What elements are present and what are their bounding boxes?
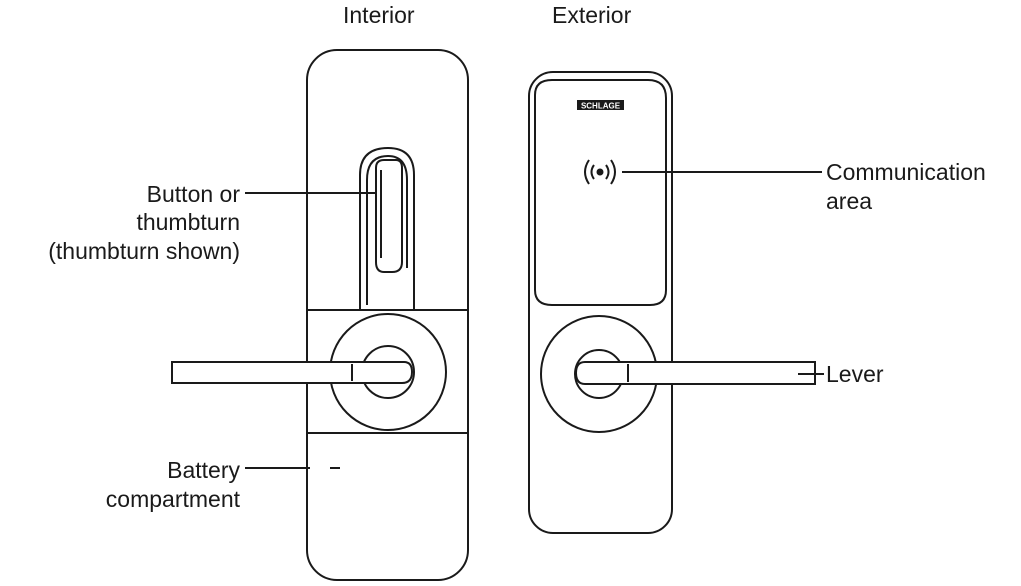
svg-text:SCHLAGE: SCHLAGE xyxy=(581,102,621,111)
contactless-icon xyxy=(584,159,616,185)
exterior-unit: SCHLAGE xyxy=(528,71,816,534)
thumbturn[interactable] xyxy=(375,159,403,273)
battery-callout-line2: compartment xyxy=(105,486,240,512)
schlage-logo: SCHLAGE xyxy=(577,100,624,111)
button-callout-line2: thumbturn xyxy=(136,209,240,235)
exterior-heading: Exterior xyxy=(552,2,632,28)
exterior-escutcheon xyxy=(528,71,673,534)
button-callout-line3: (thumbturn shown) xyxy=(48,238,240,264)
exterior-lever[interactable] xyxy=(574,361,816,385)
battery-callout-line1: Battery xyxy=(167,457,240,483)
communication-callout-line2: area xyxy=(826,188,873,214)
interior-heading: Interior xyxy=(343,2,415,28)
lever-callout: Lever xyxy=(826,361,884,387)
button-callout-line1: Button or xyxy=(146,181,240,207)
reader-panel xyxy=(534,79,667,306)
thumbturn-outline xyxy=(366,154,408,305)
interior-escutcheon xyxy=(306,49,469,581)
interior-lever[interactable] xyxy=(171,361,414,384)
communication-callout-line1: Communication xyxy=(826,159,986,185)
thumbturn-housing xyxy=(359,146,415,310)
interior-unit xyxy=(171,49,469,581)
